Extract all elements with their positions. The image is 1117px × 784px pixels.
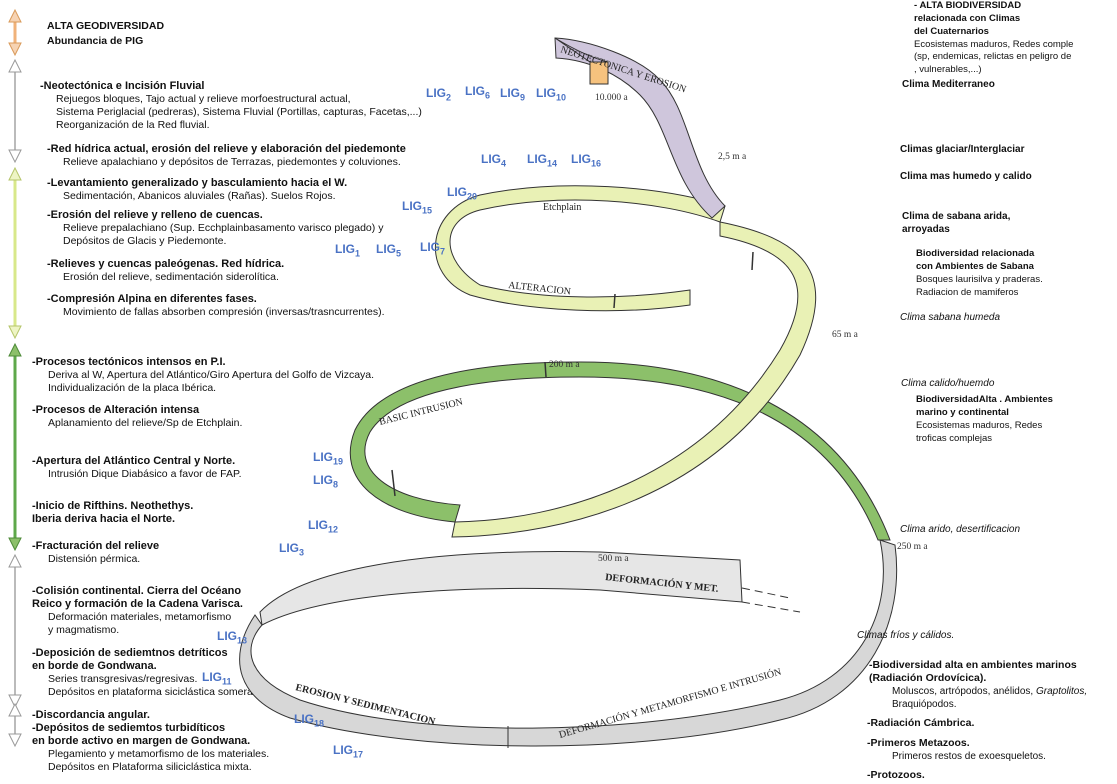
spiral-green (349, 361, 891, 541)
lig-label: LIG19 (313, 450, 344, 467)
timeline-arrow (8, 8, 22, 748)
age-200ma: 200 m a (549, 360, 580, 370)
bio3-line4: troficas complejas (916, 433, 993, 444)
geodiversity-title: ALTA GEODIVERSIDAD (47, 20, 165, 32)
event-rifthins: -Inicio de Rifthins. Neothethys. Iberia … (32, 500, 194, 525)
primeros-metazoos: -Primeros Metazoos. (867, 737, 970, 749)
lig-label: LIG8 (313, 473, 339, 490)
lig-label: LIG16 (571, 152, 602, 169)
bio3-line1: BiodiversidadAlta . Ambientes (916, 394, 1053, 405)
bio2-line1: Biodiversidad relacionada (916, 248, 1035, 259)
bio1-line3: Ecosistemas maduros, Redes comple (914, 39, 1074, 50)
clima-humedo: Clima mas humedo y calido (900, 171, 1032, 182)
bio3-line2: marino y continental (916, 407, 1009, 418)
event-discordancia: -Discordancia angular. -Depósitos de sed… (32, 709, 270, 773)
event-erosion-relieve: -Erosión del relieve y relleno de cuenca… (47, 209, 384, 247)
bio2-line2: con Ambientes de Sabana (916, 261, 1034, 272)
lig-label: LIG15 (402, 199, 433, 216)
band-etchplain: Etchplain (543, 202, 581, 213)
lig-label: LIG5 (376, 242, 402, 259)
lig-label: LIG11 (202, 670, 232, 687)
clima-sabana-1: Clima de sabana arida, (902, 211, 1011, 222)
event-fracturacion: -Fracturación del relieve Distensión pér… (32, 540, 160, 565)
event-procesos-tectonicos: -Procesos tectónicos intensos en P.I. De… (32, 356, 375, 394)
lig-label: LIG10 (536, 86, 567, 103)
spiral-lilac (554, 37, 726, 219)
lig-label: LIG14 (527, 152, 558, 169)
bio2-line3: Bosques laurisilva y praderas. (916, 274, 1043, 285)
bio1-head: - ALTA BIODIVERSIDAD (914, 0, 1022, 11)
band-neotectonica: NEOTECTONICA Y EROSION (559, 44, 687, 95)
lig-label: LIG12 (308, 518, 339, 535)
bio1-line1: relacionada con Climas (914, 13, 1021, 24)
lig-label: LIG17 (333, 743, 364, 760)
protozoos: -Protozoos. (867, 769, 925, 781)
climas-frios: Climas fríos y cálidos. (857, 630, 955, 641)
geodiversity-subtitle: Abundancia de PIG (47, 35, 144, 47)
lig-label: LIG7 (420, 240, 446, 257)
lig-label: LIG18 (294, 712, 325, 729)
bio4-line3: Moluscos, artrópodos, anélidos, Graptoli… (892, 686, 1088, 697)
lig-label: LIG4 (481, 152, 507, 169)
lig-label: LIG2 (426, 86, 452, 103)
bio3-line3: Ecosistemas maduros, Redes (916, 420, 1043, 431)
bio4-line2: (Radiación Ordovícica). (869, 672, 987, 684)
lig-label: LIG6 (465, 84, 491, 101)
age-10000: 10.000 a (595, 93, 628, 103)
event-relieves-paleogenas: -Relieves y cuencas paleógenas. Red hídr… (47, 258, 285, 283)
event-neotectonica: -Neotectónica e Incisión Fluvial Rejuego… (40, 80, 422, 131)
event-apertura-atlantico: -Apertura del Atlántico Central y Norte.… (32, 455, 242, 480)
clima-sabana-2: arroyadas (902, 224, 950, 235)
lig-label: LIG9 (500, 86, 526, 103)
primeros-metazoos-sub: Primeros restos de exoesqueletos. (892, 751, 1046, 762)
event-alteracion: -Procesos de Alteración intensa Aplanami… (32, 404, 243, 429)
lig-label: LIG13 (217, 629, 248, 646)
clima-arido: Clima arido, desertificacion (900, 524, 1021, 535)
event-levantamiento: -Levantamiento generalizado y basculamie… (47, 177, 348, 202)
clima-glaciar: Climas glaciar/Interglaciar (900, 144, 1025, 155)
event-compresion-alpina: -Compresión Alpina en diferentes fases. … (47, 293, 385, 318)
age-500ma: 500 m a (598, 554, 629, 564)
lig-label: LIG3 (279, 541, 305, 558)
event-red-hidrica: -Red hídrica actual, erosión del relieve… (47, 143, 406, 168)
spiral-grey-front (239, 539, 898, 747)
age-250ma: 250 m a (897, 542, 928, 552)
age-2-5ma: 2,5 m a (718, 152, 747, 162)
bio4-line4: Braquiópodos. (892, 699, 957, 710)
bio4-line1: -Biodiversidad alta en ambientes marinos (869, 659, 1077, 671)
lig-label: LIG20 (447, 185, 478, 202)
radiacion-cambrica: -Radiación Cámbrica. (867, 717, 975, 729)
spiral-yellow-top (435, 185, 726, 312)
event-deposicion-detriticos: -Deposición de sediemtnos detríticos en … (32, 647, 256, 698)
bio1-line4: (sp, endemicas, relictas en peligro de (914, 51, 1072, 62)
lig-label: LIG1 (335, 242, 361, 259)
clima-mediterraneo: Clima Mediterraneo (902, 79, 995, 90)
bio1-line2: del Cuaternarios (914, 26, 989, 37)
bio2-line4: Radiacion de mamiferos (916, 287, 1019, 298)
clima-sabana-humeda: Clima sabana humeda (900, 312, 1001, 323)
event-colision: -Colisión continental. Cierra del Océano… (32, 585, 243, 636)
bio1-line5: , vulnerables,...) (914, 64, 982, 75)
age-65ma: 65 m a (832, 330, 858, 340)
clima-calido: Clima calido/huemdo (901, 378, 995, 389)
